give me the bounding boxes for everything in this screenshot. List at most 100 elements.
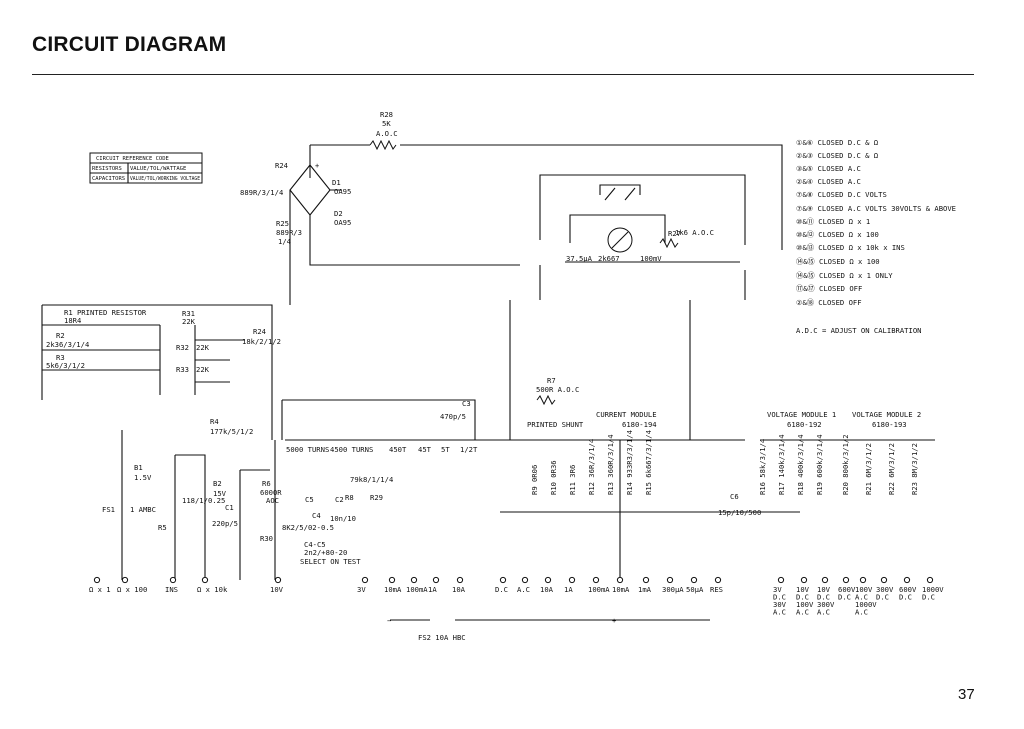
terminal-jack[interactable] xyxy=(499,576,507,584)
r28-note: A.O.C xyxy=(376,129,398,138)
terminal-jack[interactable] xyxy=(800,576,808,584)
r5-label: R5 xyxy=(158,523,167,532)
terminal-jack[interactable] xyxy=(666,576,674,584)
voltage-module-1-code: 6180-192 xyxy=(787,420,822,429)
closure-list: ①&⑥ CLOSED D.C & Ω ②&③ CLOSED D.C & Ω ③&… xyxy=(796,138,956,335)
terminal-jack[interactable] xyxy=(714,576,722,584)
terminal-jack[interactable] xyxy=(432,576,440,584)
fs1-value: 1 AMBC xyxy=(130,505,156,514)
r24-top-label: R24 xyxy=(275,161,288,170)
closure-4: ②&④ CLOSED A.C xyxy=(796,177,861,186)
terminal-label: 100V xyxy=(796,600,814,609)
closure-8: ⑩&⑫ CLOSED Ω x 100 xyxy=(796,230,879,239)
c2-label: C2 xyxy=(335,495,344,504)
terminal-label: 10mA xyxy=(384,585,402,594)
terminal-label: A.C xyxy=(817,608,830,617)
terminal-jack[interactable] xyxy=(121,576,129,584)
terminal-jack[interactable] xyxy=(169,576,177,584)
terminal-jack[interactable] xyxy=(777,576,785,584)
r27-label: R27 xyxy=(668,229,681,238)
tap-45: 45T xyxy=(418,445,432,454)
terminal-label: 10V xyxy=(817,585,831,594)
r32-value: 22K xyxy=(196,343,210,352)
terminal-jack[interactable] xyxy=(361,576,369,584)
terminal-jack[interactable] xyxy=(544,576,552,584)
b1-label: B1 xyxy=(134,463,143,472)
terminal-jack[interactable] xyxy=(568,576,576,584)
terminal-label: Ω x 1 xyxy=(89,585,111,594)
r3-label: R3 xyxy=(56,353,65,362)
r3-value: 5k6/3/1/2 xyxy=(46,361,85,370)
module-resistor-1-1: R17 140k/3/1/4 xyxy=(777,434,786,495)
terminal-jack[interactable] xyxy=(521,576,529,584)
terminal-label: Ω x 10k xyxy=(197,585,228,594)
closure-2: ②&③ CLOSED D.C & Ω xyxy=(796,151,879,160)
terminal-label: A.C xyxy=(855,608,868,617)
terminal-label: D.C xyxy=(817,593,830,602)
terminal-label: 300V xyxy=(876,585,894,594)
tap-5000: 5000 TURNS xyxy=(286,445,329,454)
voltage-module-2-code: 6180-193 xyxy=(872,420,907,429)
current-module-title: CURRENT MODULE xyxy=(596,410,657,419)
terminal-label: D.C xyxy=(773,593,786,602)
c3-value: 470p/5 xyxy=(440,412,466,421)
page-number: 37 xyxy=(958,686,975,703)
c2-value: 10n/10 xyxy=(330,514,356,523)
c6-value: 15p/10/500 xyxy=(718,508,761,517)
d2-label: D2 xyxy=(334,209,343,218)
r2-label: R2 xyxy=(56,331,65,340)
terminal-label: 100mA xyxy=(406,585,428,594)
terminal-label: 300V xyxy=(817,600,835,609)
terminal-label: 1mA xyxy=(638,585,652,594)
minus-terminal: − xyxy=(387,617,391,625)
terminal-jack[interactable] xyxy=(592,576,600,584)
terminal-label: 3V xyxy=(773,585,782,594)
module-resistor-0-0: R9 0R06 xyxy=(530,465,539,495)
tap-half: 1/2T xyxy=(460,445,478,454)
terminal-jack[interactable] xyxy=(388,576,396,584)
terminal-jack[interactable] xyxy=(616,576,624,584)
module-resistor-0-3: R12 36R/3/1/4 xyxy=(587,439,596,495)
terminal-jack[interactable] xyxy=(201,576,209,584)
terminal-label: 300μA xyxy=(662,585,684,594)
voltage-module-2-title: VOLTAGE MODULE 2 xyxy=(852,410,921,419)
meter-mv: 100mV xyxy=(640,254,662,263)
terminal-jack[interactable] xyxy=(410,576,418,584)
terminal-label: D.C xyxy=(495,585,508,594)
terminal-jack[interactable] xyxy=(926,576,934,584)
terminal-label: INS xyxy=(165,585,178,594)
terminal-jack[interactable] xyxy=(880,576,888,584)
meter-sens: 37.5μA xyxy=(566,254,593,263)
terminal-jack[interactable] xyxy=(642,576,650,584)
terminal-label: 600V xyxy=(899,585,917,594)
terminal-jack[interactable] xyxy=(842,576,850,584)
terminal-jack[interactable] xyxy=(690,576,698,584)
ref-table-cap: CAPACITORS xyxy=(92,176,125,182)
tap-4500: 4500 TURNS xyxy=(330,445,373,454)
terminal-label: RES xyxy=(710,585,723,594)
r25-value: 889R/3 xyxy=(276,228,302,237)
terminal-jack[interactable] xyxy=(859,576,867,584)
c5-label: C5 xyxy=(305,495,314,504)
terminal-label: 600V xyxy=(838,585,856,594)
terminal-jack[interactable] xyxy=(456,576,464,584)
closure-10: ⑭&⑮ CLOSED Ω x 100 xyxy=(796,257,880,266)
terminal-label: D.C xyxy=(876,593,889,602)
closure-11: ⑭&⑮ CLOSED Ω x 1 ONLY xyxy=(796,271,893,280)
terminal-jack[interactable] xyxy=(274,576,282,584)
r24-value: 18k/2/1/2 xyxy=(242,337,281,346)
terminal-jack[interactable] xyxy=(821,576,829,584)
r1-value: 18R4 xyxy=(64,316,81,325)
terminal-jack[interactable] xyxy=(93,576,101,584)
meter-section: R27 1k6 A.O.C 37.5μA 2k667 100mV xyxy=(509,174,746,440)
module-resistor-0-2: R11 3R6 xyxy=(568,465,577,495)
module-resistor-0-1: R10 0R36 xyxy=(549,460,558,495)
terminal-jack[interactable] xyxy=(903,576,911,584)
module-resistor-1-3: R19 600k/3/1/4 xyxy=(815,434,824,495)
module-resistor-1-0: R16 58k/3/1/4 xyxy=(758,439,767,495)
terminal-label: A.C xyxy=(517,585,530,594)
terminal-label: D.C xyxy=(899,593,912,602)
module-resistor-0-4: R13 360R/3/1/4 xyxy=(606,434,615,495)
